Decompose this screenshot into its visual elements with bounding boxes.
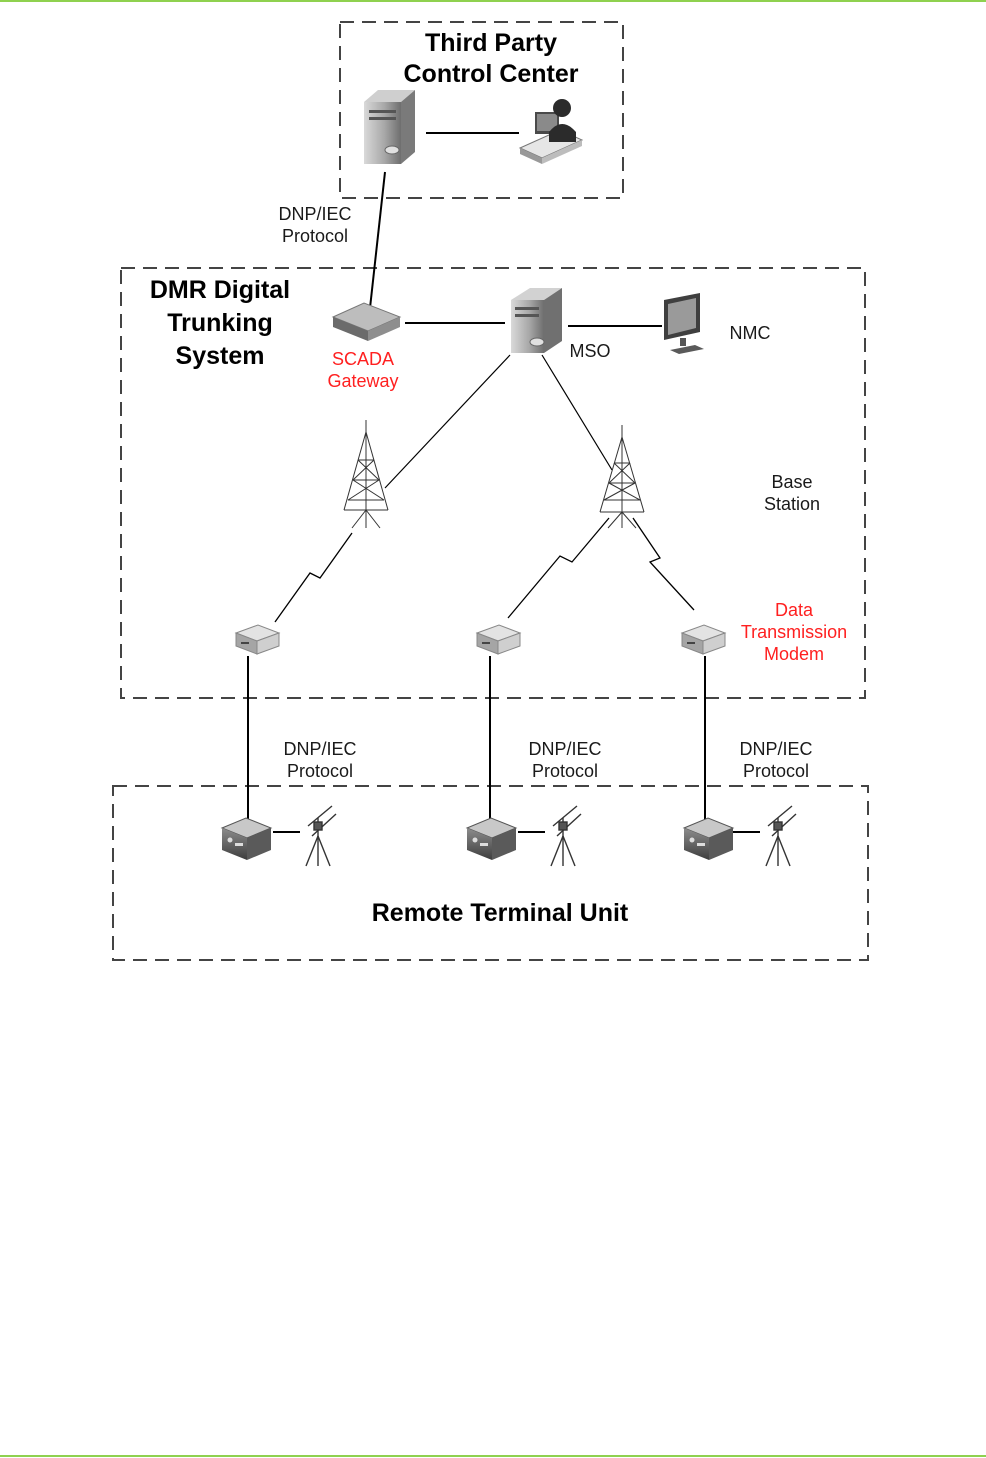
server-icon [364,90,415,164]
rtu-antenna-icon [551,806,581,866]
modem-icon [477,625,520,654]
dmr-title-line3: System [132,340,308,373]
data-modem-label-line1: Data [728,600,860,622]
dmr-title-line2: Trunking [132,307,308,340]
protocol-label-rtu-3-line2: Protocol [723,761,829,783]
protocol-label-top-line2: Protocol [262,226,368,248]
scada-gateway-label-line2: Gateway [310,371,416,393]
lightning-link-icon [633,518,694,610]
protocol-label-rtu-1-line1: DNP/IEC [267,739,373,761]
nmc-label: NMC [721,323,779,345]
radio-tower-icon [600,425,644,528]
rtu-device-icon [222,818,271,860]
protocol-label-rtu-3-line1: DNP/IEC [723,739,829,761]
control-center-title-line2: Control Center [380,59,602,90]
rtu-region-title: Remote Terminal Unit [300,898,700,929]
gateway-router-icon [333,303,400,341]
data-modem-label-line2: Transmission [728,622,860,644]
rtu-device-icon [467,818,516,860]
protocol-label-rtu-2-line2: Protocol [512,761,618,783]
protocol-label-rtu-2-line1: DNP/IEC [512,739,618,761]
radio-tower-icon [344,420,388,528]
control-center-title-line1: Third Party [380,28,602,59]
protocol-label-rtu-1-line2: Protocol [267,761,373,783]
base-station-label-line2: Station [740,494,844,516]
link-server-gateway [370,172,385,308]
protocol-label-top: DNP/IEC Protocol [262,204,368,248]
monitor-icon [664,293,704,354]
scada-gateway-label: SCADA Gateway [310,349,416,393]
modem-icon [236,625,279,654]
lightning-link-icon [275,533,352,622]
link-mso-tower-right [542,355,612,470]
protocol-label-top-line1: DNP/IEC [262,204,368,226]
data-modem-label: Data Transmission Modem [728,600,860,666]
dmr-title-line1: DMR Digital [132,274,308,307]
operator-workstation-icon [520,99,582,164]
modem-icon [682,625,725,654]
lightning-link-icon [508,518,609,618]
control-center-title: Third Party Control Center [380,28,602,89]
protocol-label-rtu-3: DNP/IEC Protocol [723,739,829,783]
rtu-antenna-icon [766,806,796,866]
protocol-label-rtu-1: DNP/IEC Protocol [267,739,373,783]
data-modem-label-line3: Modem [728,644,860,666]
dmr-system-title: DMR Digital Trunking System [132,274,308,373]
base-station-label: Base Station [740,472,844,516]
rtu-device-icon [684,818,733,860]
mso-label: MSO [562,341,618,363]
rtu-antenna-icon [306,806,336,866]
protocol-label-rtu-2: DNP/IEC Protocol [512,739,618,783]
base-station-label-line1: Base [740,472,844,494]
mso-server-icon [511,288,562,353]
scada-gateway-label-line1: SCADA [310,349,416,371]
